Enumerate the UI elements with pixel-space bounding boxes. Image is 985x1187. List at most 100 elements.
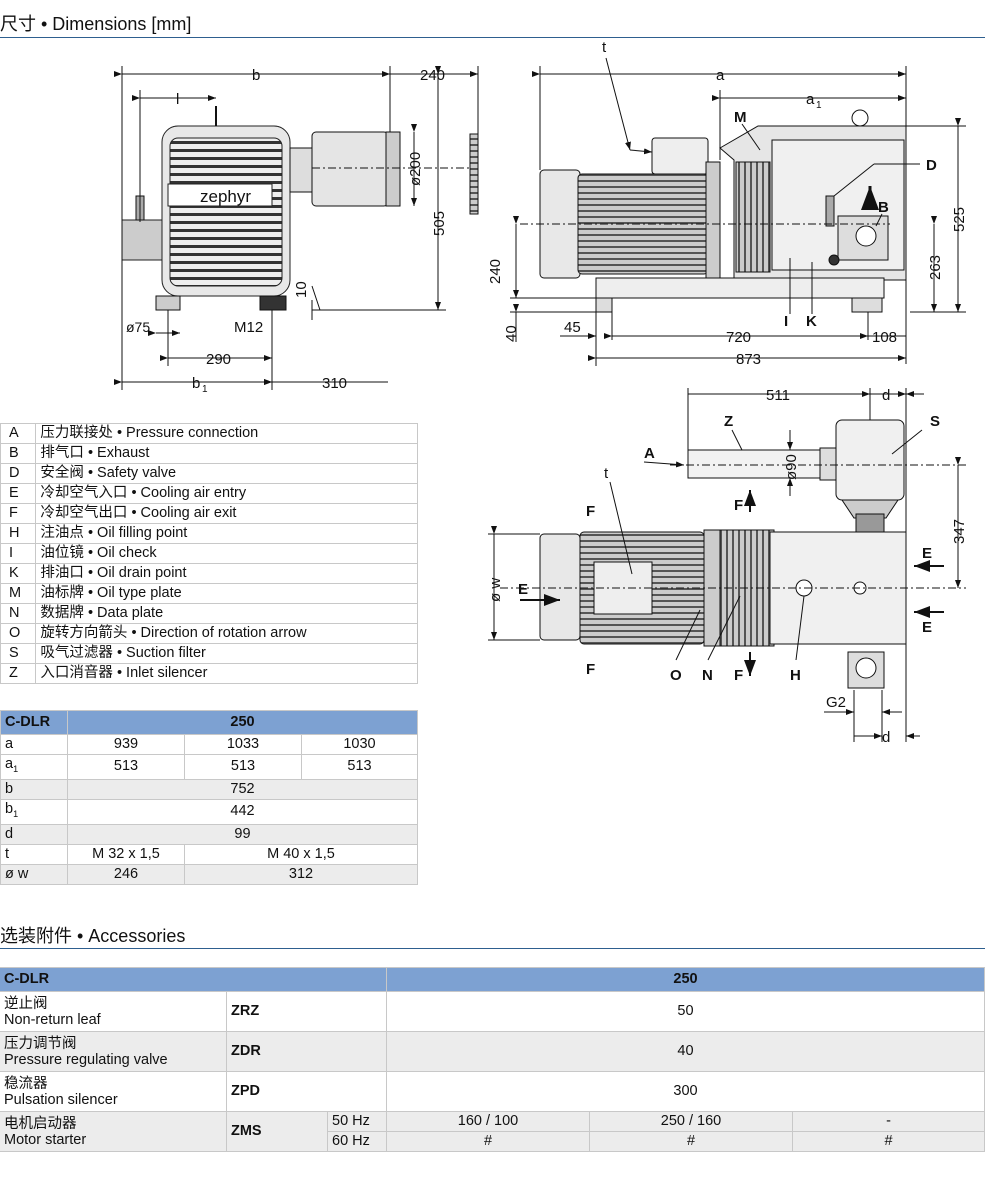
cell: 250 / 160 bbox=[589, 1111, 793, 1132]
top-label-e2: E bbox=[922, 545, 932, 562]
acc-hz: 50 Hz bbox=[327, 1111, 387, 1132]
dim-label-290: 290 bbox=[206, 351, 231, 368]
dim-label-310: 310 bbox=[322, 375, 347, 392]
dim-label-505: 505 bbox=[431, 211, 448, 236]
technical-drawing: b 240 l zephyr ø200 505 10 ø75 M12 290 b… bbox=[114, 39, 968, 690]
dimensions-title: 尺寸 • Dimensions [mm] bbox=[0, 14, 192, 34]
dim-label-b1-sub: 1 bbox=[202, 384, 208, 395]
row-label-a: a bbox=[0, 734, 68, 755]
cell: 160 / 100 bbox=[386, 1111, 590, 1132]
legend-text: 冷却空气出口 • Cooling air exit bbox=[35, 503, 418, 524]
legend-code: A bbox=[0, 423, 37, 444]
legend-code: M bbox=[0, 583, 37, 604]
accessories-rule bbox=[0, 948, 985, 949]
legend-text: 排气口 • Exhaust bbox=[35, 443, 418, 464]
dim-label-240-top: 240 bbox=[420, 67, 445, 84]
table-row: t M 32 x 1,5 M 40 x 1,5 bbox=[0, 843, 418, 865]
legend-text: 数据牌 • Data plate bbox=[35, 603, 418, 624]
legend-code: B bbox=[0, 443, 37, 464]
top-label-f1: F bbox=[586, 503, 595, 520]
dim-label-b: b bbox=[252, 67, 260, 84]
dimensions-rule bbox=[0, 37, 985, 38]
table-row: ø w 246 312 bbox=[0, 863, 418, 885]
dim-label-45: 45 bbox=[564, 319, 581, 336]
cell: - bbox=[792, 1111, 985, 1132]
top-label-f4: F bbox=[734, 667, 743, 684]
acc-code: ZRZ bbox=[226, 991, 387, 1032]
top-label-f3: F bbox=[586, 661, 595, 678]
top-label-g2: G2 bbox=[826, 694, 846, 711]
row-label-b: b bbox=[0, 778, 68, 800]
acc-value: 300 bbox=[386, 1071, 985, 1112]
legend-code: E bbox=[0, 483, 37, 504]
dim-label-d200: ø200 bbox=[407, 152, 424, 186]
legend-code: I bbox=[0, 543, 37, 564]
dim-label-d-bottom: d bbox=[882, 729, 890, 746]
dim-table-size: 250 bbox=[67, 710, 418, 735]
table-row: b1 442 bbox=[0, 798, 418, 825]
dim-label-d-top: d bbox=[882, 387, 890, 404]
row-label-b1: b1 bbox=[0, 798, 68, 825]
cell: 1030 bbox=[301, 734, 418, 755]
side-label-t: t bbox=[602, 39, 607, 56]
top-label-a: A bbox=[644, 445, 655, 462]
acc-table-size: 250 bbox=[386, 967, 985, 992]
legend-text: 油标牌 • Oil type plate bbox=[35, 583, 418, 604]
dimension-table: C-DLR 250 a 939 1033 1030 a1 513 513 513… bbox=[0, 710, 418, 885]
dim-label-l: l bbox=[176, 91, 179, 108]
cell: 513 bbox=[301, 754, 418, 780]
legend-code: D bbox=[0, 463, 37, 484]
dim-label-d75: ø75 bbox=[126, 319, 150, 335]
top-label-o: O bbox=[670, 667, 682, 684]
side-label-m: M bbox=[734, 109, 747, 126]
acc-value: 50 bbox=[386, 991, 985, 1032]
cell: M 32 x 1,5 bbox=[67, 843, 185, 865]
acc-hz: 60 Hz bbox=[327, 1131, 387, 1152]
dim-label-d90: ø90 bbox=[783, 454, 800, 480]
legend-code: S bbox=[0, 643, 37, 664]
cell: 312 bbox=[184, 863, 418, 885]
legend-text: 油位镜 • Oil check bbox=[35, 543, 418, 564]
legend-text: 冷却空气入口 • Cooling air entry bbox=[35, 483, 418, 504]
brand-label: zephyr bbox=[200, 187, 251, 206]
legend-text: 排油口 • Oil drain point bbox=[35, 563, 418, 584]
dim-label-a: a bbox=[716, 67, 725, 84]
legend-code: N bbox=[0, 603, 37, 624]
table-row: 60 Hz # # # bbox=[0, 1131, 985, 1152]
dim-label-40: 40 bbox=[503, 325, 520, 342]
front-view bbox=[114, 66, 479, 390]
accessories-title: 选装附件 • Accessories bbox=[0, 926, 186, 946]
legend-text: 入口消音器 • Inlet silencer bbox=[35, 663, 418, 684]
dim-label-b1: b bbox=[192, 375, 200, 392]
dim-label-108: 108 bbox=[872, 329, 897, 346]
cell: 442 bbox=[67, 798, 418, 825]
row-label-a1: a1 bbox=[0, 754, 68, 780]
side-view bbox=[510, 57, 966, 366]
cell: M 40 x 1,5 bbox=[184, 843, 418, 865]
legend-text: 压力联接处 • Pressure connection bbox=[35, 423, 418, 444]
legend-text: 注油点 • Oil filling point bbox=[35, 523, 418, 544]
dim-label-10: 10 bbox=[293, 281, 310, 298]
acc-code: ZMS bbox=[226, 1111, 328, 1152]
cell: 99 bbox=[67, 823, 418, 845]
dim-label-a1-sub: 1 bbox=[816, 100, 822, 111]
dim-label-525: 525 bbox=[951, 207, 968, 232]
table-row: a 939 1033 1030 bbox=[0, 734, 418, 755]
side-label-b: B bbox=[878, 199, 889, 216]
dim-label-m12: M12 bbox=[234, 319, 263, 336]
row-label-d: d bbox=[0, 823, 68, 845]
cell: 246 bbox=[67, 863, 185, 885]
legend-code: H bbox=[0, 523, 37, 544]
cell: 513 bbox=[184, 754, 302, 780]
